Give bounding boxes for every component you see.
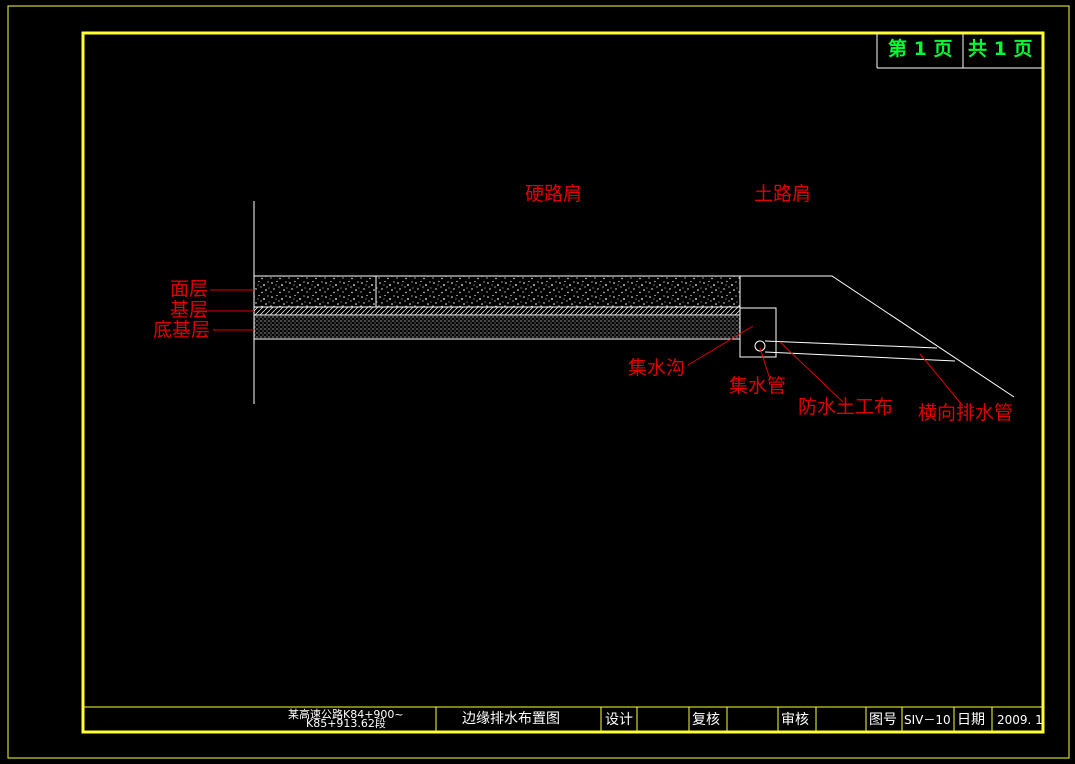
subbase-layer-label: 底基层: [153, 319, 211, 341]
soil-shoulder-heading: 土路肩: [754, 183, 812, 205]
outer-border: [7, 5, 1070, 759]
transverse-drain-pipe: [764, 340, 956, 362]
project-name-line1: 某高速公路K84+900~: [288, 708, 404, 721]
date-value: 2009. 1: [997, 713, 1043, 727]
base-layer-label: 基层: [170, 299, 209, 321]
title-block-lines: [83, 706, 1043, 732]
page-total: 共 1 页: [968, 38, 1033, 60]
date-label: 日期: [957, 712, 985, 728]
layer-leaders: [193, 289, 254, 331]
audit-label: 审核: [781, 712, 809, 728]
geotextile-label: 防水土工布: [798, 396, 894, 418]
soil-shoulder-outline: [740, 275, 1015, 398]
design-label: 设计: [605, 712, 633, 728]
collector-pipe-label: 集水管: [729, 375, 787, 397]
page-number: 第 1 页: [888, 38, 953, 60]
page-counter-box: [876, 33, 1042, 69]
drawing-number-label: 图号: [869, 712, 897, 728]
callout-leaders: [687, 325, 964, 407]
collector-pipe: [754, 340, 766, 352]
review-label: 复核: [692, 712, 720, 728]
drawing-title: 边缘排水布置图: [462, 711, 560, 727]
subbase-layer: [253, 314, 741, 340]
surface-layer-label: 面层: [170, 278, 209, 300]
hard-shoulder-heading: 硬路肩: [525, 183, 583, 205]
collector-ditch-label: 集水沟: [628, 357, 686, 379]
drawing-number: SIV－10: [904, 713, 951, 727]
surface-layer: [253, 275, 741, 308]
transverse-pipe-label: 横向排水管: [918, 402, 1014, 424]
base-layer: [253, 306, 741, 316]
project-name-line2: K85+913.62段: [306, 717, 386, 730]
inner-border: [81, 31, 1045, 734]
collector-trench: [739, 307, 777, 358]
